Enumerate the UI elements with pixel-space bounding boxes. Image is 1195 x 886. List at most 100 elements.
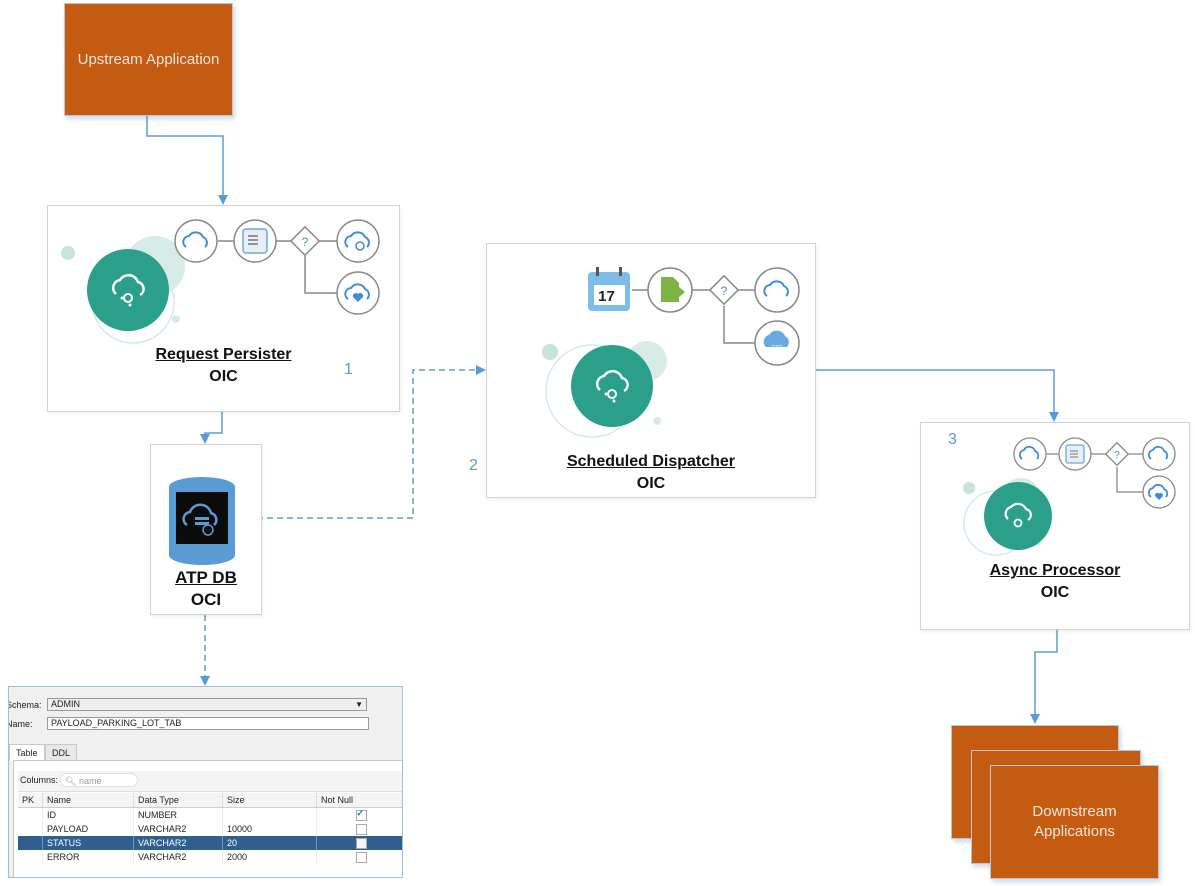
svg-text:?: ? <box>721 284 728 298</box>
oic-integration-icon <box>571 345 653 427</box>
table-row-selected[interactable]: STATUS VARCHAR2 20 <box>18 836 402 850</box>
mapper-icon <box>233 219 277 263</box>
database-icon <box>169 477 235 565</box>
header-size[interactable]: Size <box>222 793 317 808</box>
connector-upstream-to-persister <box>146 114 228 205</box>
component-platform: OIC <box>209 368 238 385</box>
cell-pk <box>18 807 43 822</box>
cell-type: VARCHAR2 <box>133 836 223 850</box>
request-persister-title: Request Persister OIC <box>48 344 399 388</box>
tab-table[interactable]: Table <box>9 744 45 761</box>
async-processor-title: Async Processor OIC <box>921 560 1189 604</box>
table-row[interactable]: ID NUMBER <box>18 807 402 822</box>
schema-select[interactable]: ADMIN ▼ <box>47 698 367 711</box>
table-header-row: PK Name Data Type Size Not Null <box>18 793 402 808</box>
request-persister-card[interactable]: ? Request Persister OIC 1 <box>47 205 400 412</box>
name-label: Name: <box>8 719 33 729</box>
calendar-icon <box>588 267 630 311</box>
downstream-label-line1: Downstream <box>1032 803 1117 820</box>
component-name: ATP DB <box>175 568 237 587</box>
step-number-2: 2 <box>469 457 478 474</box>
schema-value: ADMIN <box>51 699 80 709</box>
component-name: Scheduled Dispatcher <box>566 453 736 470</box>
not-null-checkbox[interactable] <box>355 823 367 835</box>
cloud-trigger-icon <box>1013 437 1047 471</box>
oic-integration-icon <box>87 249 169 331</box>
downstream-applications-box[interactable]: Downstream Applications <box>990 765 1159 879</box>
tab-ddl[interactable]: DDL <box>45 744 78 761</box>
header-name[interactable]: Name <box>42 793 134 808</box>
cell-size: 10000 <box>222 822 317 836</box>
cell-name: ERROR <box>42 850 134 864</box>
component-platform: OCI <box>190 590 222 609</box>
cloud-heart-icon <box>1142 475 1176 509</box>
scheduled-dispatcher-card[interactable]: ? FTP 17 Scheduled Dispatcher OIC <box>486 243 816 498</box>
switch-icon: ? <box>289 225 321 257</box>
atp-db-title: ATP DB OCI <box>151 567 261 611</box>
cloud-invoke-icon <box>336 219 380 263</box>
chevron-down-icon: ▼ <box>355 700 363 709</box>
svg-text:FTP: FTP <box>771 346 782 352</box>
upstream-application-label: Upstream Application <box>77 50 220 68</box>
table-row[interactable]: ERROR VARCHAR2 2000 <box>18 850 402 864</box>
cell-pk <box>18 836 43 850</box>
component-platform: OIC <box>636 475 666 492</box>
svg-text:?: ? <box>302 235 309 249</box>
calendar-day: 17 <box>598 288 615 305</box>
switch-icon: ? <box>708 274 740 306</box>
cell-size <box>222 807 317 822</box>
connector-dispatcher-to-async <box>815 369 1059 422</box>
connector-db-to-dispatcher <box>247 365 486 519</box>
cell-size: 20 <box>222 836 317 850</box>
cloud-invoke-icon <box>754 267 800 313</box>
step-number-3: 3 <box>948 431 957 448</box>
step-number-1: 1 <box>344 361 353 378</box>
header-not-null[interactable]: Not Null <box>316 793 402 808</box>
cell-size: 2000 <box>222 850 317 864</box>
ftp-cloud-icon: FTP <box>754 320 800 366</box>
columns-label: Columns: <box>20 775 59 785</box>
cell-name: ID <box>42 807 134 822</box>
cell-pk <box>18 850 43 864</box>
cloud-trigger-icon <box>174 219 218 263</box>
switch-icon: ? <box>1104 441 1130 467</box>
header-data-type[interactable]: Data Type <box>133 793 223 808</box>
atp-db-card[interactable]: ATP DB OCI <box>150 444 262 615</box>
column-search-input[interactable]: 🔍︎ name <box>60 773 138 787</box>
downstream-label-line2: Applications <box>1034 823 1115 840</box>
svg-text:?: ? <box>1114 450 1120 461</box>
connector-async-to-downstream <box>1030 630 1058 724</box>
async-processor-card[interactable]: ? 3 Async Processor OIC <box>920 422 1190 630</box>
file-export-icon <box>647 267 693 313</box>
columns-table: PK Name Data Type Size Not Null ID NUMBE… <box>18 793 402 864</box>
table-name-value: PAYLOAD_PARKING_LOT_TAB <box>51 718 182 728</box>
search-icon: 🔍︎ <box>65 776 77 786</box>
cell-type: VARCHAR2 <box>133 822 223 836</box>
not-null-checkbox[interactable] <box>355 837 367 849</box>
not-null-checkbox[interactable] <box>355 808 367 821</box>
async-graphics: ? <box>963 437 1176 556</box>
scheduled-dispatcher-title: Scheduled Dispatcher OIC <box>487 451 815 495</box>
columns-bar: Columns: 🔍︎ name <box>18 771 402 792</box>
connector-persister-to-db <box>200 411 223 444</box>
not-null-checkbox[interactable] <box>355 851 367 863</box>
component-platform: OIC <box>1040 584 1070 601</box>
table-row[interactable]: PAYLOAD VARCHAR2 10000 <box>18 822 402 836</box>
schema-label: Schema: <box>8 700 42 710</box>
mapper-icon <box>1058 437 1092 471</box>
table-name-input[interactable]: PAYLOAD_PARKING_LOT_TAB <box>47 717 369 730</box>
component-name: Request Persister <box>155 346 292 363</box>
cloud-heart-icon <box>336 271 380 315</box>
columns-area: Columns: 🔍︎ name PK Name Data Type Size … <box>13 760 402 877</box>
cell-name: PAYLOAD <box>42 822 134 836</box>
oic-integration-icon <box>984 482 1052 550</box>
dispatcher-graphics: ? FTP <box>542 267 800 438</box>
cell-pk <box>18 822 43 836</box>
cell-type: NUMBER <box>133 807 223 822</box>
upstream-application-box[interactable]: Upstream Application <box>64 3 233 116</box>
table-editor-panel: Schema: ADMIN ▼ Name: PAYLOAD_PARKING_LO… <box>8 686 403 878</box>
header-pk[interactable]: PK <box>18 793 43 808</box>
cell-type: VARCHAR2 <box>133 850 223 864</box>
cloud-invoke-icon <box>1142 437 1176 471</box>
